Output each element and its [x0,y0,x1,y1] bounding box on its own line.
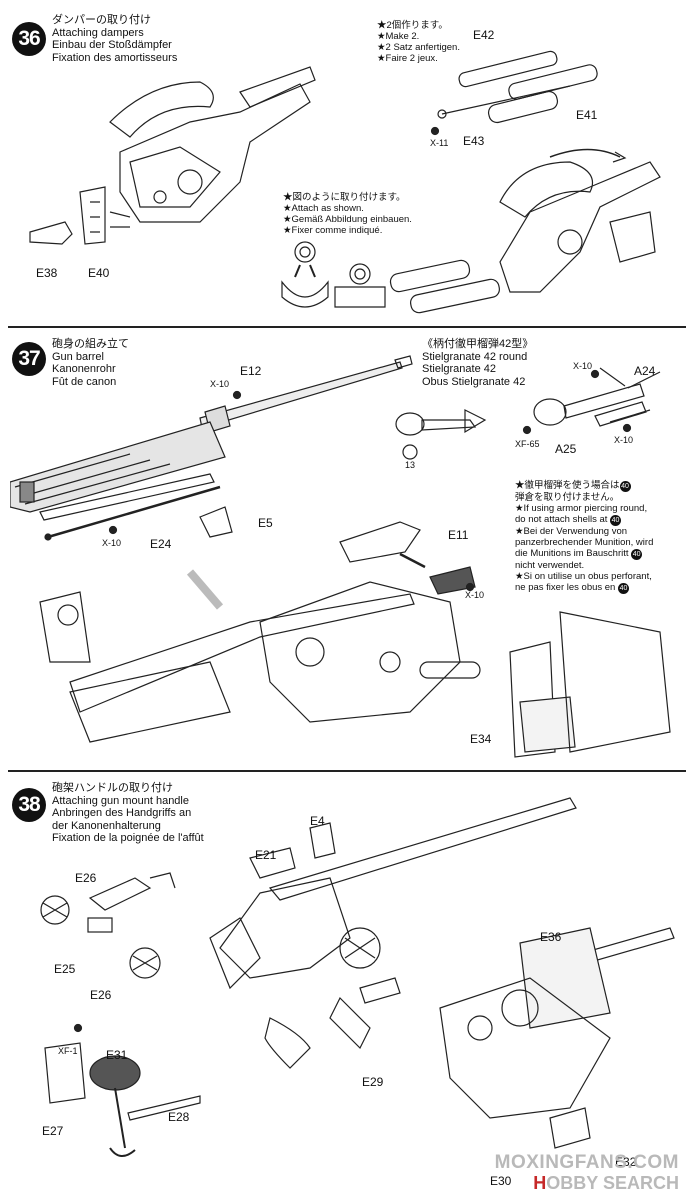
step-number: 36 [12,22,46,56]
note-make-two: ★2個作ります。 ★Make 2. ★2 Satz anfertigen. ★F… [377,20,460,64]
round-title: 《柄付徹甲榴弾42型》 Stielgranate 42 round Stielg… [422,338,534,388]
part-label: X-10 [573,361,593,371]
step-38-panel: 38 砲架ハンドルの取り付け Attaching gun mount handl… [10,778,684,1193]
gun-mount-assembled [39,569,481,743]
part-label: E11 [448,528,469,542]
part-label: E29 [362,1075,384,1089]
shell-rack-e34 [509,611,671,758]
damper-parts-exploded [430,50,598,136]
part-label: E41 [576,108,598,122]
title-fr: Fixation de la poignée de l'affût [52,832,204,844]
stielgranate-round [395,367,661,460]
title-fr: Fixation des amortisseurs [52,51,178,64]
damper-detail [281,241,386,308]
part-label: E42 [473,28,495,42]
barrel-assembly [10,355,413,541]
title-ja: ダンパーの取り付け [52,14,151,26]
title-de: der Kanonenhalterung [52,819,161,832]
part-label: E5 [258,516,273,530]
part-label: E25 [54,962,76,976]
step-ref-badge: 40 [631,549,643,560]
step-36-panel: 36 ダンパーの取り付け Attaching dampers Einbau de… [10,12,684,320]
step-title: ダンパーの取り付け Attaching dampers Einbau der S… [52,14,177,64]
title-ja: 砲身の組み立て [52,338,129,350]
step-number: 37 [12,342,46,376]
part-label: E24 [150,537,172,551]
part-label: X-10 [102,538,122,548]
part-label: E26 [75,871,97,885]
gun-mount-left [29,66,316,245]
gun-mount-right [389,148,661,314]
step-ref-badge: 40 [617,583,629,594]
title-de: Anbringen des Handgriffs an [52,807,192,819]
handwheel-parts [40,872,176,979]
part-label: X-10 [465,590,485,600]
part-label: A24 [634,364,656,378]
part-label: E28 [168,1110,190,1124]
part-label: E40 [88,266,110,280]
part-label: X-11 [430,138,449,148]
step-ref-badge: 40 [619,481,631,492]
part-label: X-10 [210,379,230,389]
step-divider [8,770,686,772]
ammo-shells [339,521,476,595]
part-label: E4 [310,814,325,828]
part-label: E43 [463,134,485,148]
step-divider [8,326,686,328]
part-label: A25 [555,442,577,456]
gun-mount-handle-drawing [40,797,675,1157]
watermark-brand: HOBBY SEARCH [533,1173,679,1193]
part-label: E27 [42,1124,64,1138]
title-de: Einbau der Stoßdämpfer [52,39,172,51]
title-en: Gun barrel [52,350,104,363]
watermark-site: MOXINGFANS.COM [494,1152,679,1173]
note-attach-as-shown: ★図のように取り付けます。 ★Attach as shown. ★Gemäß A… [283,192,412,236]
title-fr: Fût de canon [52,375,117,388]
damper-assembly-drawing [29,50,661,314]
gun-mount-center [209,797,577,1069]
part-label: E31 [106,1048,128,1062]
title-en: Attaching dampers [52,26,144,39]
step-title: 砲架ハンドルの取り付け Attaching gun mount handle A… [52,782,204,845]
part-label: E32 [615,1155,637,1169]
step-ref-badge: 40 [610,515,622,526]
part-label: E26 [90,988,112,1002]
part-label: E34 [470,732,492,746]
part-label: E30 [490,1174,512,1188]
part-label: E21 [255,848,277,862]
step-title: 砲身の組み立て Gun barrel Kanonenrohr Fût de ca… [52,338,129,388]
part-label: X-10 [614,435,634,445]
gun-barrel-drawing [10,355,671,758]
step-37-panel: 37 砲身の組み立て Gun barrel Kanonenrohr Fût de… [10,332,684,762]
title-en: Attaching gun mount handle [52,794,189,807]
title-ja: 砲架ハンドルの取り付け [52,782,173,794]
part-label: XF-65 [515,439,540,449]
part-label: XF-1 [58,1046,78,1056]
gun-mount-right [439,927,675,1149]
title-de: Kanonenrohr [52,363,116,375]
decal-number: 13 [405,460,416,470]
part-label: E38 [36,266,58,280]
part-label: E36 [540,930,562,944]
part-label: E12 [240,364,262,378]
step-number: 38 [12,788,46,822]
handle-parts [44,977,401,1157]
